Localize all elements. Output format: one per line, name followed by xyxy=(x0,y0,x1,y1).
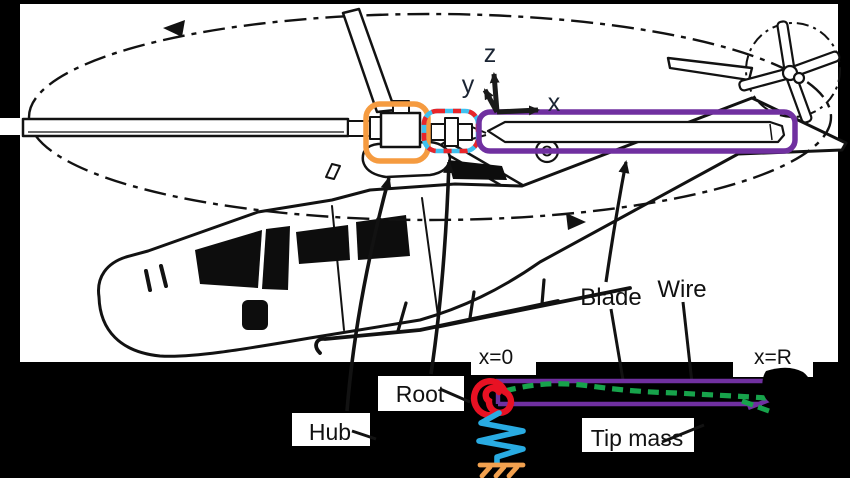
root-arrow xyxy=(429,160,455,375)
cockpit-windows xyxy=(195,215,410,330)
engine-intake xyxy=(448,160,507,180)
door-frames xyxy=(331,197,439,331)
y-axis xyxy=(482,88,500,114)
blade-schematic-leader xyxy=(609,308,625,381)
landing-skids xyxy=(314,278,632,355)
tail-rotor-disk-path xyxy=(745,22,841,118)
x-axis xyxy=(496,105,540,116)
wire-schematic-leader xyxy=(681,301,694,384)
hub-highlight-box xyxy=(363,101,431,164)
tip-mass-leader xyxy=(661,423,705,444)
hub-label: Hub xyxy=(309,419,351,445)
linear-spring xyxy=(476,410,526,466)
main-rotor-blade-left xyxy=(21,117,350,138)
hub-label-box xyxy=(292,413,370,446)
callout-arrows xyxy=(345,160,705,444)
tail-rotor xyxy=(738,20,841,124)
tail-boom-line xyxy=(539,153,739,263)
fuselage-outline xyxy=(97,96,848,358)
wire-dashed-line xyxy=(504,381,767,401)
main-rotor-blade-right xyxy=(486,120,786,144)
tip-mass-blob xyxy=(762,367,811,407)
hub-arrow xyxy=(345,176,392,412)
root-short-leader xyxy=(439,387,471,404)
tip-mass-label: Tip mass xyxy=(591,425,683,451)
blade-schematic xyxy=(470,367,811,478)
axis-label-z: z xyxy=(484,40,497,68)
left-blade-notch xyxy=(0,118,20,135)
torsion-spring xyxy=(470,378,515,419)
rotor-disk-path xyxy=(27,12,833,230)
z-axis xyxy=(489,72,500,113)
xR-label: x=R xyxy=(754,346,792,369)
rotor-hub-block xyxy=(379,111,422,149)
root-label: Root xyxy=(396,381,445,407)
coordinate-axes xyxy=(482,72,540,116)
pitot-probes xyxy=(144,264,168,292)
x0-label: x=0 xyxy=(479,346,513,369)
roof-beacon xyxy=(325,163,341,180)
helicopter-illustration xyxy=(97,56,848,358)
axis-label-x: x xyxy=(548,89,561,117)
main-rotor-blade-up xyxy=(341,7,397,114)
wire-end-dashes xyxy=(741,398,770,414)
ground-symbol xyxy=(477,462,526,478)
wire-label: Wire xyxy=(657,276,706,303)
hub-short-leader xyxy=(351,429,377,441)
rotation-arrow-top xyxy=(163,20,185,37)
blade-arrow xyxy=(604,160,630,283)
blade-label: Blade xyxy=(580,284,641,311)
blade-highlight-box xyxy=(476,109,798,154)
rotation-arrow-bottom xyxy=(566,213,586,230)
axis-label-y: y xyxy=(462,71,475,99)
